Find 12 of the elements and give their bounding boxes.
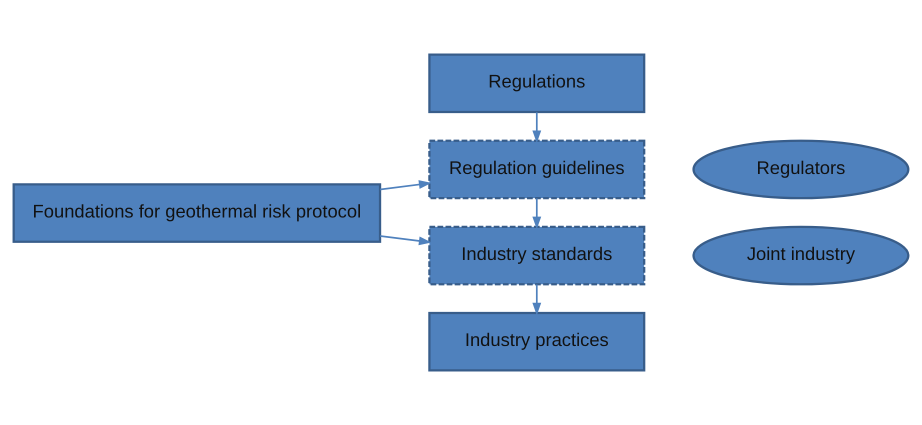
node-box: Regulation guidelines — [428, 140, 646, 200]
arrow — [380, 180, 432, 190]
node-box: Industry standards — [428, 226, 646, 286]
arrow — [532, 284, 542, 316]
arrow — [532, 198, 542, 230]
node-ellipse: Joint industry — [692, 226, 910, 286]
arrow — [532, 112, 542, 144]
node-ellipse: Regulators — [692, 140, 910, 200]
node-box: Foundations for geothermal risk protocol — [12, 183, 382, 243]
node-box: Regulations — [428, 53, 646, 114]
node-box: Industry practices — [428, 312, 646, 372]
arrow — [380, 235, 432, 246]
